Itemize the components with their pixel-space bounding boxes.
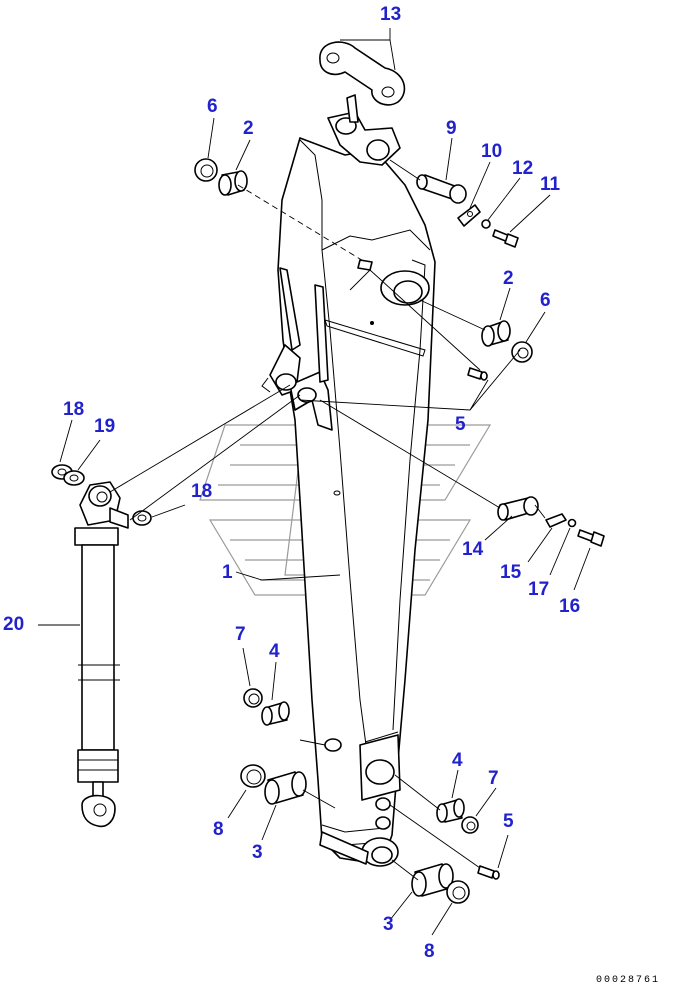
shims-18-19	[51, 464, 85, 486]
callout-10: 10	[481, 141, 502, 162]
shim-18-right	[132, 510, 152, 526]
bolt-11	[492, 229, 519, 248]
grease-fitting-5-upper	[467, 367, 488, 381]
callout-9: 9	[446, 118, 457, 139]
gasket-13	[319, 41, 406, 106]
callout-6-right: 6	[540, 290, 551, 311]
callout-18-right: 18	[191, 481, 212, 502]
callout-8-right: 8	[424, 941, 435, 962]
seal-8-lower-left	[240, 764, 266, 788]
seal-7-lower-right	[461, 816, 479, 834]
callout-5-lower: 5	[503, 811, 514, 832]
plate-15	[545, 513, 567, 528]
callout-1: 1	[222, 562, 233, 583]
callout-2-right: 2	[503, 268, 514, 289]
callout-11: 11	[540, 174, 561, 195]
callout-16: 16	[559, 596, 580, 617]
seal-8-lower-right	[446, 880, 470, 904]
callout-8: 8	[213, 819, 224, 840]
callout-labels: 13 6 2 9 10 12 11 2 6 5 18 19 18 14 15 1…	[3, 4, 580, 962]
callout-13: 13	[380, 4, 401, 25]
bolt-16	[577, 529, 605, 547]
bushing-4-lower-left	[261, 701, 290, 726]
callout-7-right: 7	[488, 768, 499, 789]
pin-9	[416, 174, 467, 204]
callout-5: 5	[455, 414, 466, 435]
callout-7: 7	[235, 624, 246, 645]
pin-14	[497, 496, 539, 521]
callout-12: 12	[512, 158, 533, 179]
callout-14: 14	[462, 539, 484, 560]
assembly-lines	[109, 159, 546, 881]
bushing-2-right	[481, 320, 511, 347]
callout-18: 18	[63, 399, 84, 420]
callout-6: 6	[207, 96, 218, 117]
bushing-2-upper	[218, 170, 248, 196]
callout-17: 17	[528, 579, 549, 600]
callout-4: 4	[269, 641, 280, 662]
leader-lines	[38, 28, 591, 936]
drawing-number: 00028761	[596, 975, 660, 986]
callout-20: 20	[3, 614, 24, 635]
bushing-4-lower-right	[436, 798, 465, 823]
bushing-3-lower-left	[264, 771, 307, 805]
arm-body	[261, 94, 436, 867]
cylinder-20	[74, 481, 129, 828]
callout-4-right: 4	[452, 750, 463, 771]
callout-3-right: 3	[383, 914, 394, 935]
callout-19: 19	[94, 416, 115, 437]
seal-7-lower-left	[243, 688, 263, 708]
grease-fitting-5-lower	[477, 865, 500, 880]
grease-fitting-5-upper-top	[357, 259, 373, 271]
callout-2: 2	[243, 118, 254, 139]
seal-6-right	[511, 341, 533, 363]
callout-15: 15	[500, 562, 522, 583]
callout-3: 3	[252, 842, 263, 863]
plate-10	[457, 204, 481, 227]
washer-17	[567, 518, 577, 528]
seal-6-upper	[194, 158, 218, 182]
washer-12	[481, 219, 491, 229]
